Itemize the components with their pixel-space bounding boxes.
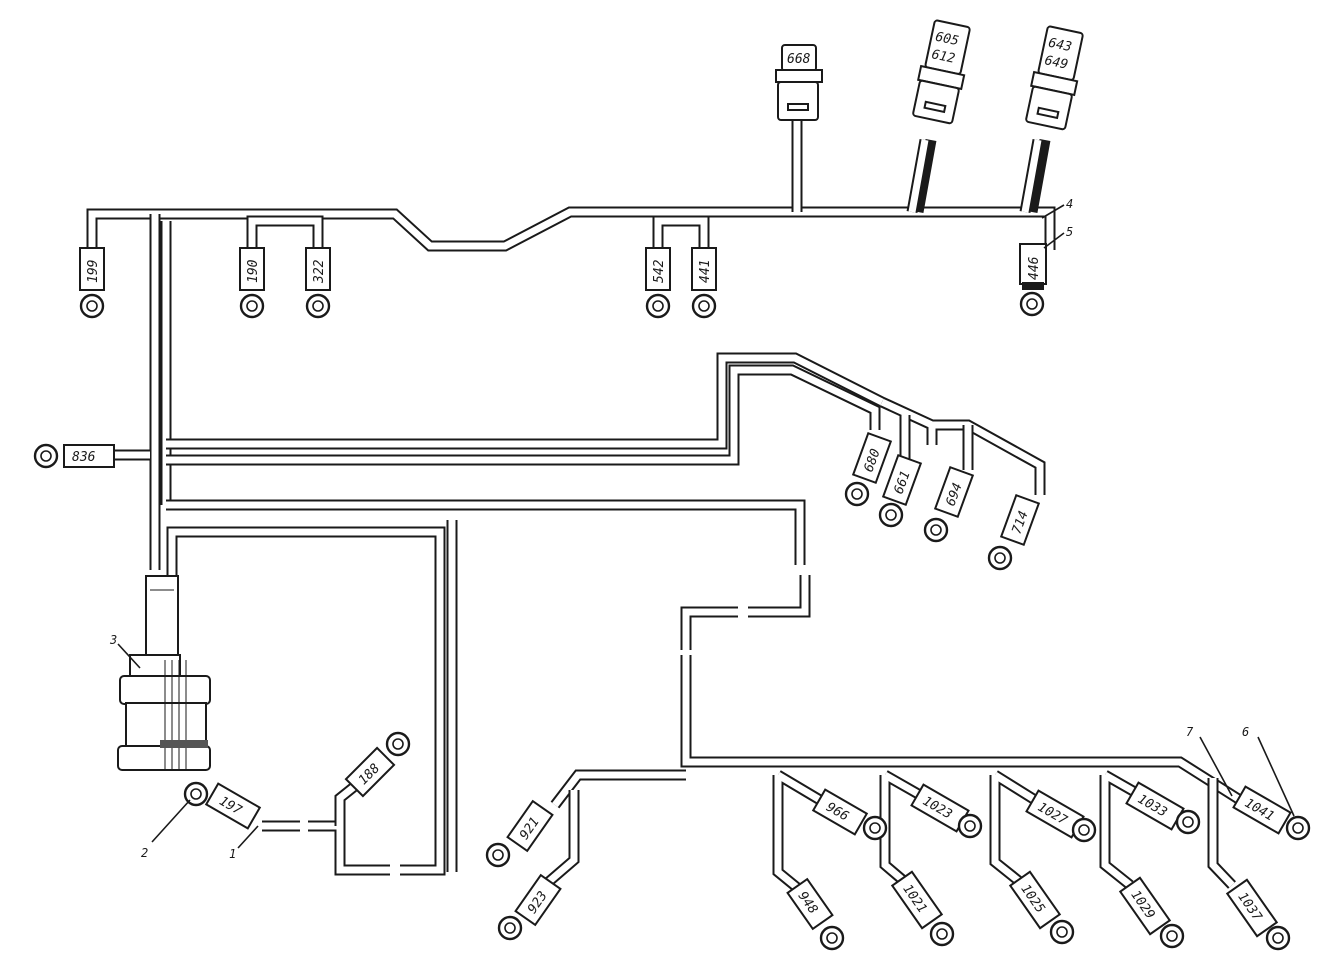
top-trunk <box>86 206 1056 252</box>
connector-643-label: 643 <box>1047 36 1073 56</box>
terminal-923: 923 <box>514 873 562 927</box>
terminal-188: 188 <box>344 746 396 798</box>
terminal-921: 921 <box>506 799 554 853</box>
terminal-322-label: 322 <box>312 259 327 284</box>
connector-612-label: 612 <box>930 47 956 67</box>
terminal-199-label: 199 <box>86 260 101 283</box>
connector-668: 668 <box>775 44 823 121</box>
terminal-948: 948 <box>786 877 834 931</box>
callout-3: 3 <box>109 633 117 647</box>
connector-649-label: 649 <box>1043 53 1069 73</box>
terminal-714: 714 <box>999 493 1041 547</box>
terminal-836-label: 836 <box>72 450 96 465</box>
terminal-446: 446 <box>1019 243 1047 317</box>
terminal-836: 836 <box>33 443 115 469</box>
terminal-1025: 1025 <box>1008 870 1062 930</box>
terminal-661: 661 <box>881 453 923 507</box>
terminal-441-label: 441 <box>698 260 713 283</box>
terminal-322: 322 <box>305 247 331 319</box>
connector-643-649: 643 649 <box>1025 25 1084 131</box>
terminal-446-label: 446 <box>1027 256 1042 280</box>
terminal-542-label: 542 <box>652 259 667 283</box>
terminal-680: 680 <box>851 431 893 485</box>
harness-wires <box>86 118 1243 895</box>
terminal-1027: 1027 <box>1025 789 1085 839</box>
terminal-1037: 1037 <box>1225 878 1279 938</box>
callout-4: 4 <box>1066 197 1073 211</box>
connector-668-label: 668 <box>787 52 811 67</box>
callout-2: 2 <box>141 846 148 860</box>
callout-6: 6 <box>1242 725 1249 739</box>
terminal-1023: 1023 <box>910 783 970 833</box>
callout-1: 1 <box>229 847 236 861</box>
callout-7: 7 <box>1186 725 1194 739</box>
callout-5: 5 <box>1066 225 1073 239</box>
terminal-190: 190 <box>239 247 265 319</box>
terminal-694: 694 <box>933 465 975 519</box>
terminal-1029: 1029 <box>1118 876 1172 936</box>
terminal-1041: 1041 <box>1232 785 1292 835</box>
terminal-441: 441 <box>691 247 717 319</box>
terminal-190-label: 190 <box>246 259 261 283</box>
connector-605-612: 605 612 <box>912 19 971 125</box>
terminal-542: 542 <box>645 247 671 319</box>
terminal-1021: 1021 <box>890 870 944 930</box>
terminal-197: 197 <box>204 782 262 830</box>
multipin-connector <box>117 575 211 771</box>
terminal-199: 199 <box>79 247 105 319</box>
terminal-1033: 1033 <box>1125 781 1185 831</box>
terminal-966: 966 <box>811 788 869 836</box>
callouts: 1 2 3 4 5 6 7 <box>109 197 1295 861</box>
connector-605-label: 605 <box>934 30 960 50</box>
